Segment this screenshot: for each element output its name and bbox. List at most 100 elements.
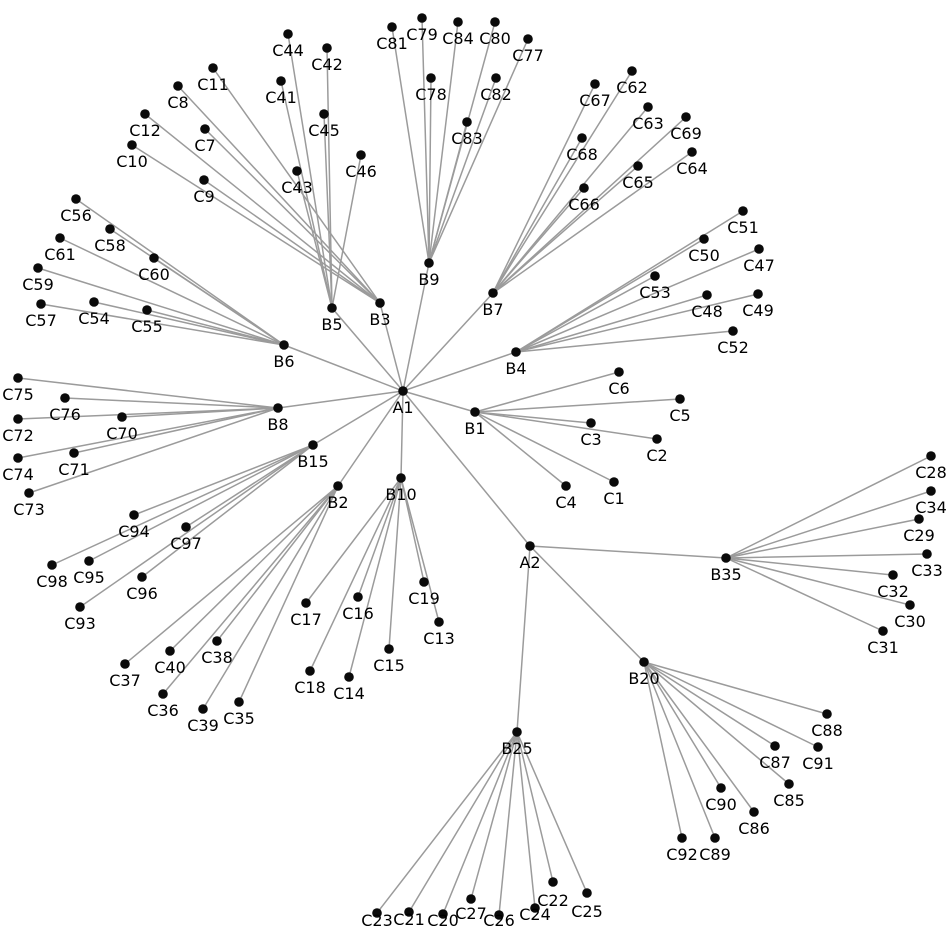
graph-edge-B7-C66 [492, 187, 585, 294]
node-dot-C19 [419, 577, 429, 587]
node-dot-C65 [633, 161, 643, 171]
graph-edge-A1-B7 [402, 292, 494, 392]
node-dot-C11 [208, 63, 218, 73]
node-label-C50: C50 [688, 246, 720, 265]
node-label-C52: C52 [717, 338, 749, 357]
graph-edge-B10-C19 [400, 477, 425, 583]
node-label-C37: C37 [109, 671, 141, 690]
graph-edge-B4-C47 [515, 248, 760, 353]
node-dot-C79 [417, 13, 427, 23]
node-dot-C36 [158, 689, 168, 699]
graph-edge-B15-C93 [79, 444, 314, 608]
node-dot-C49 [753, 289, 763, 299]
node-label-C33: C33 [911, 561, 943, 580]
node-dot-C45 [319, 109, 329, 119]
graph-edges-layer [17, 17, 932, 916]
node-label-C71: C71 [58, 460, 90, 479]
node-dot-B20 [639, 657, 649, 667]
graph-edge-B35-C33 [725, 553, 928, 559]
node-dot-C97 [181, 522, 191, 532]
node-label-C41: C41 [265, 88, 297, 107]
node-dot-C16 [353, 592, 363, 602]
node-dot-C43 [292, 166, 302, 176]
node-label-C27: C27 [455, 904, 487, 923]
node-label-C76: C76 [49, 405, 81, 424]
node-label-C49: C49 [742, 301, 774, 320]
node-label-C98: C98 [36, 572, 68, 591]
node-label-C92: C92 [666, 845, 698, 864]
node-label-C79: C79 [406, 25, 438, 44]
graph-edge-B2-C39 [202, 485, 339, 710]
graph-edge-B2-C36 [162, 485, 339, 695]
graph-edge-B15-C96 [141, 444, 314, 578]
node-dot-C86 [749, 807, 759, 817]
node-label-C62: C62 [616, 78, 648, 97]
node-label-C31: C31 [867, 638, 899, 657]
node-label-C61: C61 [44, 245, 76, 264]
node-dot-C29 [914, 514, 924, 524]
graph-edge-B10-C17 [305, 477, 402, 604]
graph-edge-B3-C12 [144, 113, 381, 304]
node-label-C64: C64 [676, 159, 708, 178]
node-dot-C40 [165, 646, 175, 656]
node-label-C81: C81 [376, 34, 408, 53]
node-dot-C8 [173, 81, 183, 91]
node-label-C36: C36 [147, 701, 179, 720]
node-dot-C23 [372, 908, 382, 918]
graph-edge-B7-C62 [492, 70, 633, 294]
graph-edge-B1-C4 [474, 411, 567, 487]
node-label-B15: B15 [297, 452, 328, 471]
node-dot-B9 [424, 258, 434, 268]
graph-edge-B4-C48 [515, 294, 708, 353]
graph-edge-B10-C18 [309, 477, 402, 672]
node-dot-C44 [283, 29, 293, 39]
node-dot-C24 [530, 903, 540, 913]
graph-edge-B25-C25 [516, 731, 588, 894]
node-label-C66: C66 [568, 195, 600, 214]
node-dot-C87 [770, 741, 780, 751]
node-dot-C78 [426, 73, 436, 83]
graph-edge-B1-C1 [474, 411, 615, 483]
node-dot-C61 [55, 233, 65, 243]
graph-edge-B15-C97 [185, 444, 314, 528]
graph-edge-B3-C7 [204, 128, 381, 304]
graph-edge-B10-C14 [348, 477, 402, 678]
graph-edge-B20-C91 [643, 661, 819, 748]
node-label-B25: B25 [501, 739, 532, 758]
graph-edge-B5-C41 [280, 80, 333, 309]
graph-edge-B1-C5 [474, 398, 681, 413]
node-dot-B1 [470, 407, 480, 417]
graph-edge-B8-C72 [17, 407, 279, 420]
node-dot-C25 [582, 888, 592, 898]
node-label-C56: C56 [60, 206, 92, 225]
graph-edge-B20-C87 [643, 661, 776, 747]
node-dot-C84 [453, 17, 463, 27]
node-dot-C42 [322, 43, 332, 53]
node-dot-C92 [677, 833, 687, 843]
node-dot-C52 [728, 326, 738, 336]
graph-edge-A2-B25 [516, 545, 531, 733]
graph-edge-B5-C44 [287, 33, 333, 309]
node-label-B3: B3 [369, 310, 390, 329]
node-label-C72: C72 [2, 426, 34, 445]
graph-edge-A1-B10 [400, 390, 404, 479]
node-label-C9: C9 [193, 187, 214, 206]
node-label-C7: C7 [194, 136, 215, 155]
node-label-C83: C83 [451, 129, 483, 148]
node-dot-C51 [738, 206, 748, 216]
node-label-C1: C1 [603, 489, 624, 508]
node-dot-C59 [33, 263, 43, 273]
node-dot-C83 [462, 117, 472, 127]
graph-edge-B25-C24 [516, 731, 536, 909]
graph-edge-B7-C68 [492, 137, 583, 294]
graph-edge-B6-C59 [37, 267, 285, 346]
node-dot-C26 [494, 910, 504, 920]
node-label-C82: C82 [480, 85, 512, 104]
node-label-C28: C28 [915, 463, 947, 482]
node-dot-C3 [586, 418, 596, 428]
graph-edge-A1-B5 [331, 307, 404, 392]
graph-edge-B35-C28 [725, 455, 932, 559]
node-dot-C21 [404, 907, 414, 917]
node-dot-C80 [490, 17, 500, 27]
node-dot-C38 [212, 636, 222, 646]
